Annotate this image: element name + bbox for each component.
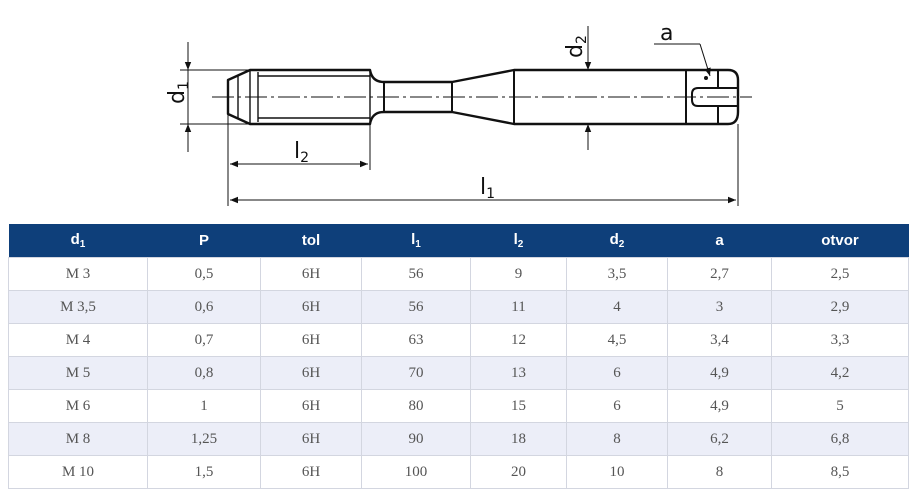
table-row: M 6 1 6H 80 15 6 4,9 5 [8,389,909,423]
l1-dimension [230,124,739,206]
cell-d1: M 3 [8,257,148,291]
cell-tol: 6H [260,257,362,291]
cell-p: 0,8 [147,356,261,390]
cell-l1: 63 [361,323,471,357]
cell-otvor: 8,5 [771,455,909,489]
cell-d1: M 8 [8,422,148,456]
header-p: P [147,224,261,258]
cell-a: 8 [667,455,772,489]
cell-l1: 56 [361,290,471,324]
reference-dot [704,76,708,80]
header-l1: l1 [361,224,471,258]
cell-d1: M 4 [8,323,148,357]
cell-otvor: 2,5 [771,257,909,291]
cell-l2: 18 [470,422,567,456]
cell-d2: 6 [566,389,668,423]
cell-otvor: 6,8 [771,422,909,456]
header-l2: l2 [470,224,567,258]
cell-l2: 9 [470,257,567,291]
cell-d2: 10 [566,455,668,489]
d2-label: d2 [563,35,590,58]
table-header-row: d1 P tol l1 l2 d2 a otvor [8,224,909,258]
cell-l1: 100 [361,455,471,489]
cell-a: 4,9 [667,356,772,390]
l1-label: l1 [480,175,495,202]
tap-technical-drawing: d1 d2 a l2 l1 [0,0,922,222]
cell-tol: 6H [260,290,362,324]
cell-p: 1 [147,389,261,423]
table-row: M 10 1,5 6H 100 20 10 8 8,5 [8,455,909,489]
cell-tol: 6H [260,455,362,489]
cell-otvor: 5 [771,389,909,423]
cell-tol: 6H [260,323,362,357]
cell-l2: 13 [470,356,567,390]
cell-l2: 20 [470,455,567,489]
cell-l1: 90 [361,422,471,456]
table-row: M 8 1,25 6H 90 18 8 6,2 6,8 [8,422,909,456]
cell-tol: 6H [260,389,362,423]
cell-l1: 70 [361,356,471,390]
cell-d1: M 3,5 [8,290,148,324]
header-d1: d1 [8,224,148,258]
cell-otvor: 2,9 [771,290,909,324]
tap-dimensions-table: d1 P tol l1 l2 d2 a otvor M 3 0,5 6H 56 … [8,224,909,489]
cell-a: 6,2 [667,422,772,456]
cell-d2: 4,5 [566,323,668,357]
cell-l2: 15 [470,389,567,423]
cell-p: 1,25 [147,422,261,456]
cell-d2: 3,5 [566,257,668,291]
a-leader [654,43,711,77]
tap-drawing-svg: d1 d2 a l2 l1 [165,21,752,206]
cell-p: 0,7 [147,323,261,357]
cell-d2: 6 [566,356,668,390]
cell-tol: 6H [260,422,362,456]
d1-dimension [180,42,250,152]
header-tol: tol [260,224,362,258]
cell-p: 0,6 [147,290,261,324]
table-row: M 3 0,5 6H 56 9 3,5 2,7 2,5 [8,257,909,291]
l2-dimension [227,114,371,206]
a-label: a [660,21,673,46]
cell-p: 1,5 [147,455,261,489]
header-a: a [667,224,772,258]
cell-p: 0,5 [147,257,261,291]
table-row: M 4 0,7 6H 63 12 4,5 3,4 3,3 [8,323,909,357]
cell-tol: 6H [260,356,362,390]
l2-label: l2 [294,139,309,166]
cell-d1: M 5 [8,356,148,390]
cell-l1: 56 [361,257,471,291]
table-row: M 5 0,8 6H 70 13 6 4,9 4,2 [8,356,909,390]
cell-a: 3 [667,290,772,324]
cell-l1: 80 [361,389,471,423]
cell-d2: 4 [566,290,668,324]
cell-d1: M 10 [8,455,148,489]
cell-a: 3,4 [667,323,772,357]
cell-l2: 11 [470,290,567,324]
cell-l2: 12 [470,323,567,357]
d1-label: d1 [165,81,192,104]
cell-a: 2,7 [667,257,772,291]
cell-d2: 8 [566,422,668,456]
cell-d1: M 6 [8,389,148,423]
tap-body-outline [226,68,740,126]
header-d2: d2 [566,224,668,258]
table-row: M 3,5 0,6 6H 56 11 4 3 2,9 [8,290,909,324]
cell-otvor: 3,3 [771,323,909,357]
cell-a: 4,9 [667,389,772,423]
header-otvor: otvor [771,224,909,258]
cell-otvor: 4,2 [771,356,909,390]
